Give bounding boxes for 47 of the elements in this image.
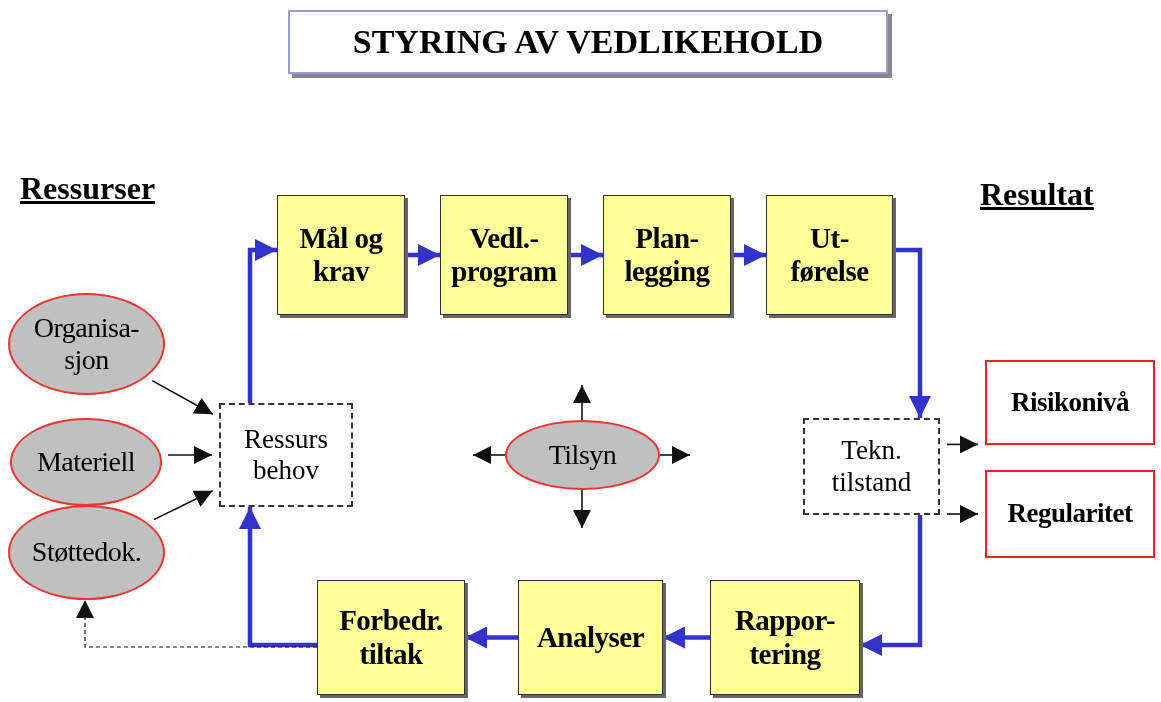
result-box: [985, 470, 1155, 558]
node-label: Vedl.- program: [450, 221, 558, 289]
node-label: Ut- førelse: [789, 221, 870, 289]
node-label: Mål og krav: [298, 221, 384, 289]
arrow: [893, 247, 931, 418]
arrow: [860, 515, 923, 656]
direction-arrow: [573, 384, 591, 421]
process-box: [710, 580, 860, 695]
process-box: [440, 195, 568, 315]
node-label: Støttedok.: [31, 536, 142, 569]
process-box: [277, 195, 405, 315]
arrow: [465, 626, 518, 649]
direction-arrow: [659, 446, 691, 464]
process-box: [518, 580, 663, 695]
arrow: [568, 244, 603, 266]
arrow: [239, 507, 317, 648]
dashed-box: [803, 418, 940, 515]
arrow: [946, 505, 979, 523]
process-box: [603, 195, 731, 315]
node-label: Analyser: [536, 620, 645, 655]
node-label: Regularitet: [1007, 498, 1133, 530]
arrow: [731, 244, 766, 266]
section-heading: Ressurser: [20, 170, 156, 207]
node-label: Rappor- tering: [733, 604, 837, 671]
process-box: [766, 195, 893, 315]
node-label: Tilsyn: [548, 438, 617, 472]
dashed-box: [219, 403, 353, 507]
node-label: Tekn. tilstand: [830, 435, 913, 498]
node-label: Plan- legging: [623, 221, 711, 289]
arrow: [167, 446, 213, 464]
arrow: [946, 435, 979, 454]
arrow: [247, 239, 277, 403]
node-label: Forbedr. tiltak: [338, 604, 444, 671]
result-box: [985, 360, 1155, 445]
section-heading: Resultat: [980, 176, 1094, 213]
node-label: Risikonivå: [1010, 386, 1129, 418]
arrow: [76, 599, 318, 648]
arrow: [405, 244, 440, 266]
node-label: Organisa- sjon: [32, 311, 141, 377]
direction-arrow: [573, 489, 591, 529]
direction-arrow: [472, 446, 506, 464]
arrow: [663, 626, 710, 649]
arrow: [151, 379, 214, 416]
node-label: Materiell: [36, 445, 136, 479]
arrow: [153, 490, 214, 521]
node-label: Ressurs behov: [243, 423, 329, 487]
process-box: [317, 580, 465, 695]
